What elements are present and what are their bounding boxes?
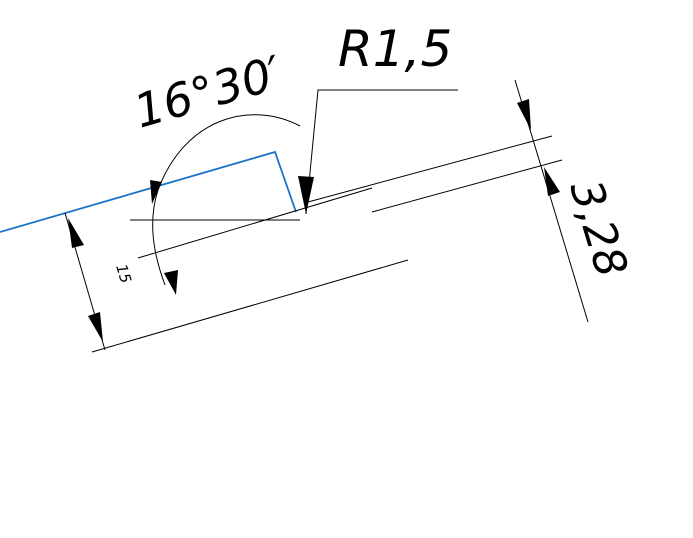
angle-label: 16°30′	[128, 45, 288, 139]
radius-callout: R1,5	[298, 20, 458, 215]
radius-label: R1,5	[338, 20, 452, 78]
left-extension-line-lower	[91, 259, 409, 353]
left-extension-line	[137, 187, 373, 259]
depth-extension-line-lower	[371, 159, 563, 213]
left-dim-label: 15	[112, 262, 135, 286]
part-profile	[0, 150, 297, 233]
depth-arrow-upper	[517, 99, 531, 130]
left-arrow-bottom	[88, 312, 103, 342]
depth-arrow-lower	[544, 167, 560, 196]
angle-arrow-top	[150, 180, 162, 204]
depth-dimension: 3,28	[307, 79, 637, 323]
angle-arc	[152, 114, 301, 286]
radius-arrow	[298, 176, 314, 214]
angle-arrow-bottom	[164, 270, 178, 295]
left-dimension: 15	[64, 187, 409, 353]
left-arrow-top	[68, 218, 84, 248]
radius-leader-line	[305, 89, 458, 215]
depth-extension-line-upper	[307, 135, 553, 203]
part-outline	[0, 150, 297, 233]
